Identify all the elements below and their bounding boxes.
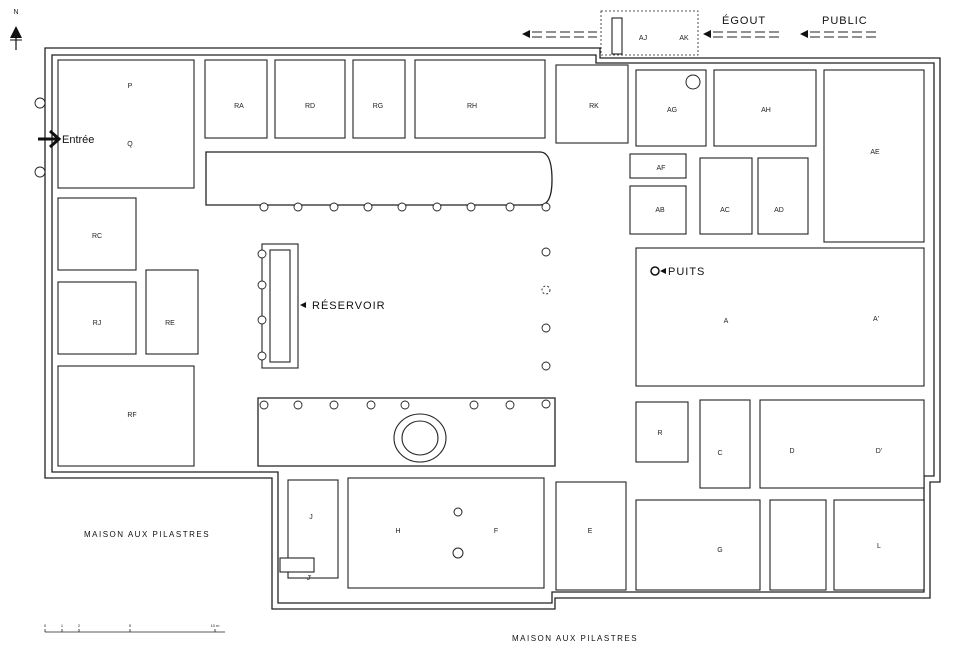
room-RK: RK: [589, 103, 599, 110]
room-AF: AF: [657, 165, 666, 172]
room-G: G: [717, 547, 722, 554]
outer-walls: [44, 47, 941, 610]
room-AJ: AJ: [639, 35, 647, 42]
rooms-south: [279, 477, 627, 591]
courtyard: [205, 151, 556, 467]
room-R: R: [657, 430, 662, 437]
room-L: L: [877, 543, 881, 550]
room-AB: AB: [655, 207, 665, 214]
north-arrow: N: [10, 9, 22, 50]
columns: [34, 97, 551, 410]
egout-label: ÉGOUT: [722, 14, 766, 27]
room-AE: AE: [870, 149, 880, 156]
public-label: PUBLIC: [822, 15, 868, 27]
room-RJ: RJ: [93, 320, 102, 327]
room-C: C: [717, 450, 722, 457]
room-AH: AH: [761, 107, 771, 114]
room-J-prime: J': [307, 575, 312, 582]
rooms-northwest: [57, 59, 629, 467]
caption-bottom: MAISON AUX PILASTRES: [512, 634, 638, 643]
room-D: D: [789, 448, 794, 455]
room-RG: RG: [373, 103, 384, 110]
room-AC: AC: [720, 207, 730, 214]
room-A: A: [724, 318, 729, 325]
well-icon: [650, 266, 660, 276]
scale-tick-10: 10 m: [211, 623, 221, 628]
room-AG: AG: [667, 107, 677, 114]
room-J: J: [309, 514, 313, 521]
room-H: H: [395, 528, 400, 535]
room-labels: P Q RA RD RG RH RK AJ AK AG AH AE AF AB …: [92, 35, 882, 582]
room-RA: RA: [234, 103, 244, 110]
scale-tick-5: 5: [129, 623, 132, 628]
scale-tick-2: 2: [78, 623, 81, 628]
room-E: E: [588, 528, 593, 535]
scale-tick-0: 0: [44, 623, 47, 628]
caption-left: MAISON AUX PILASTRES: [84, 530, 210, 539]
rooms-east: [629, 69, 925, 591]
room-Q: Q: [127, 141, 133, 148]
room-RH: RH: [467, 103, 477, 110]
entrance-label: Entrée: [62, 134, 94, 146]
room-AK: AK: [679, 35, 689, 42]
room-RC: RC: [92, 233, 102, 240]
room-RF: RF: [127, 412, 136, 419]
well-pointer-icon: [660, 268, 666, 274]
room-AD: AD: [774, 207, 784, 214]
room-A-prime: A': [873, 316, 879, 323]
sewer-channel: [522, 10, 878, 56]
reservoir-pointer-icon: [300, 302, 306, 308]
room-D-prime: D': [876, 448, 882, 455]
entrance-arrow: Entrée: [38, 129, 94, 149]
scale-bar: 0 1 2 5 10 m: [44, 623, 225, 633]
scale-tick-1: 1: [61, 623, 64, 628]
room-RD: RD: [305, 103, 315, 110]
reservoir-label: RÉSERVOIR: [312, 299, 386, 312]
north-label: N: [13, 9, 18, 16]
puits-label: PUITS: [668, 266, 705, 278]
room-P: P: [128, 83, 133, 90]
room-F: F: [494, 528, 498, 535]
room-RE: RE: [165, 320, 175, 327]
